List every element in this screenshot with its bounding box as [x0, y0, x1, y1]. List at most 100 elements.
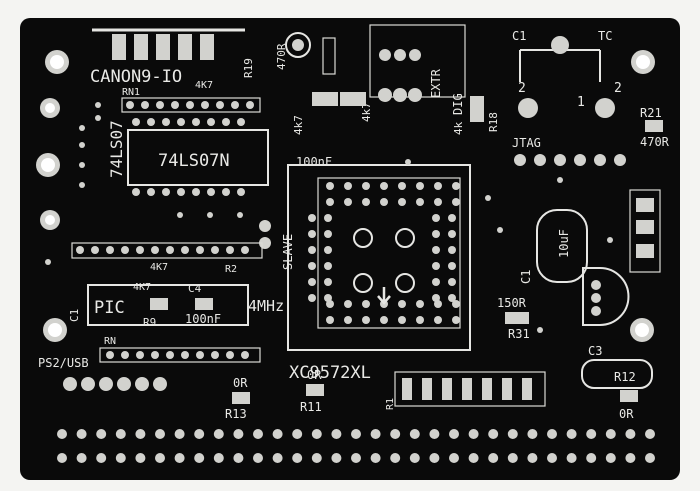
r12-label: R12 — [614, 370, 636, 384]
pad — [308, 294, 316, 302]
pad — [488, 453, 499, 463]
pad — [409, 429, 420, 439]
pad — [507, 429, 518, 439]
pad — [326, 316, 334, 324]
pad — [213, 453, 224, 463]
pad — [76, 429, 87, 439]
pad — [96, 429, 107, 439]
r31-label: R31 — [508, 327, 530, 341]
pad — [645, 429, 655, 439]
ps2-label: PS2/USB — [38, 356, 89, 370]
pad — [432, 294, 440, 302]
pad — [416, 182, 424, 190]
pad — [527, 429, 538, 439]
canon-io-label: CANON9-IO — [90, 67, 182, 87]
pad — [432, 246, 440, 254]
pad — [272, 429, 283, 439]
extr-label: EXTR — [429, 68, 443, 98]
pad — [324, 230, 332, 238]
r19-value-label: 470R — [275, 43, 288, 70]
pad — [452, 316, 460, 324]
ic-74ls07-outline — [127, 129, 269, 186]
pad — [362, 316, 370, 324]
r18-label: R18 — [487, 112, 500, 132]
pad — [432, 278, 440, 286]
pad — [308, 262, 316, 270]
r150-label: 150R — [497, 296, 527, 310]
pad — [488, 429, 499, 439]
pad — [429, 453, 440, 463]
pad — [308, 246, 316, 254]
pad — [448, 294, 456, 302]
pad — [194, 453, 205, 463]
pad — [253, 429, 263, 439]
pic-label: PIC — [94, 298, 125, 318]
pic-header-top-pads — [76, 246, 249, 254]
r-4k7-a-label: 4k7 — [292, 115, 305, 135]
pad — [326, 182, 334, 190]
pad — [380, 182, 388, 190]
pad — [324, 294, 332, 302]
pad — [308, 214, 316, 222]
pad — [308, 230, 316, 238]
cap-10uf-outline — [536, 209, 588, 283]
cap-100nf-bottom-label: 100nF — [185, 312, 221, 326]
cpld-label: XC9572XL — [289, 363, 371, 383]
pad — [448, 278, 456, 286]
tc-label: TC — [598, 29, 612, 43]
pad — [272, 453, 283, 463]
pad — [527, 453, 538, 463]
pin2-left-label: 2 — [518, 81, 526, 96]
pad — [547, 453, 557, 463]
r-4k7-mid-label: 4K7 — [150, 262, 168, 273]
pad — [253, 453, 263, 463]
pad — [398, 300, 406, 308]
r13-label: R13 — [225, 407, 247, 421]
pad — [416, 300, 424, 308]
pad — [174, 429, 185, 439]
pad — [434, 182, 442, 190]
pad — [96, 453, 107, 463]
rn1-label: RN1 — [122, 87, 140, 98]
pad — [57, 429, 67, 439]
pad — [434, 198, 442, 206]
r12-value-label: 0R — [619, 407, 634, 421]
r-4k7-left-label: 4K7 — [133, 282, 151, 293]
dig-label: DIG — [451, 93, 465, 115]
pad — [135, 453, 146, 463]
pad — [566, 453, 577, 463]
pad — [292, 429, 303, 439]
pad — [213, 429, 224, 439]
bottom-pin-header — [57, 429, 655, 463]
pad — [416, 316, 424, 324]
ic-74ls07-label: 74LS07N — [158, 151, 230, 171]
pad — [76, 453, 87, 463]
pad — [507, 453, 518, 463]
pad — [586, 429, 597, 439]
jtag-label: JTAG — [512, 136, 541, 150]
pad — [135, 429, 146, 439]
pad — [390, 429, 401, 439]
pad — [398, 182, 406, 190]
pad — [115, 453, 126, 463]
pad — [398, 316, 406, 324]
pad — [351, 429, 361, 439]
rn-label: RN — [104, 336, 116, 347]
pad — [429, 429, 440, 439]
pad — [645, 453, 655, 463]
r-4k-left-label: 4k — [452, 121, 465, 135]
r19-label: R19 — [242, 58, 255, 78]
pad — [448, 246, 456, 254]
pad — [370, 453, 381, 463]
rn1-pads — [126, 101, 254, 109]
pad — [449, 453, 459, 463]
pad — [351, 453, 361, 463]
pad — [547, 429, 557, 439]
r2-label: R2 — [225, 264, 237, 275]
pcb-substrate — [20, 18, 680, 480]
rn1-value-label: 4K7 — [195, 80, 213, 91]
pad — [452, 182, 460, 190]
r21-value-label: 470R — [640, 135, 670, 149]
